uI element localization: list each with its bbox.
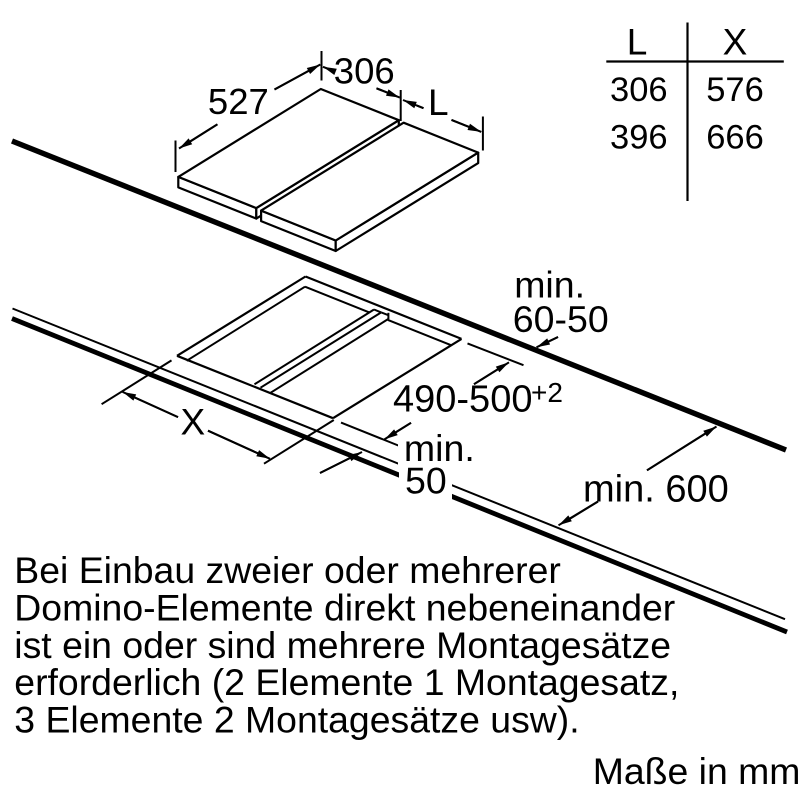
svg-text:3 Elemente 2 Montagesätze usw): 3 Elemente 2 Montagesätze usw). bbox=[14, 699, 579, 741]
svg-text:666: 666 bbox=[706, 119, 764, 157]
svg-text:L: L bbox=[627, 21, 648, 62]
svg-text:min.: min. bbox=[514, 264, 585, 306]
svg-text:L: L bbox=[428, 82, 449, 123]
svg-text:Bei Einbau zweier oder mehrere: Bei Einbau zweier oder mehrerer bbox=[14, 549, 561, 591]
svg-text:min. 600: min. 600 bbox=[583, 469, 729, 511]
svg-text:306: 306 bbox=[610, 71, 668, 109]
svg-text:396: 396 bbox=[610, 119, 668, 157]
svg-text:490-500: 490-500 bbox=[393, 379, 532, 421]
svg-text:Maße in mm: Maße in mm bbox=[593, 750, 800, 792]
svg-text:ist ein oder sind mehrere Mont: ist ein oder sind mehrere Montagesätze bbox=[14, 624, 671, 666]
svg-text:Domino-Elemente direkt nebenei: Domino-Elemente direkt nebeneinander bbox=[14, 586, 675, 628]
svg-text:50: 50 bbox=[405, 460, 447, 502]
svg-text:min.: min. bbox=[404, 427, 475, 469]
svg-text:X: X bbox=[723, 21, 748, 62]
svg-text:60-50: 60-50 bbox=[513, 298, 609, 340]
svg-text:527: 527 bbox=[208, 81, 269, 122]
svg-text:erforderlich (2 Elemente 1 Mon: erforderlich (2 Elemente 1 Montagesatz, bbox=[14, 661, 679, 703]
svg-text:306: 306 bbox=[334, 50, 395, 91]
svg-text:+2: +2 bbox=[531, 377, 563, 408]
svg-text:X: X bbox=[181, 402, 206, 443]
svg-text:576: 576 bbox=[706, 71, 764, 109]
